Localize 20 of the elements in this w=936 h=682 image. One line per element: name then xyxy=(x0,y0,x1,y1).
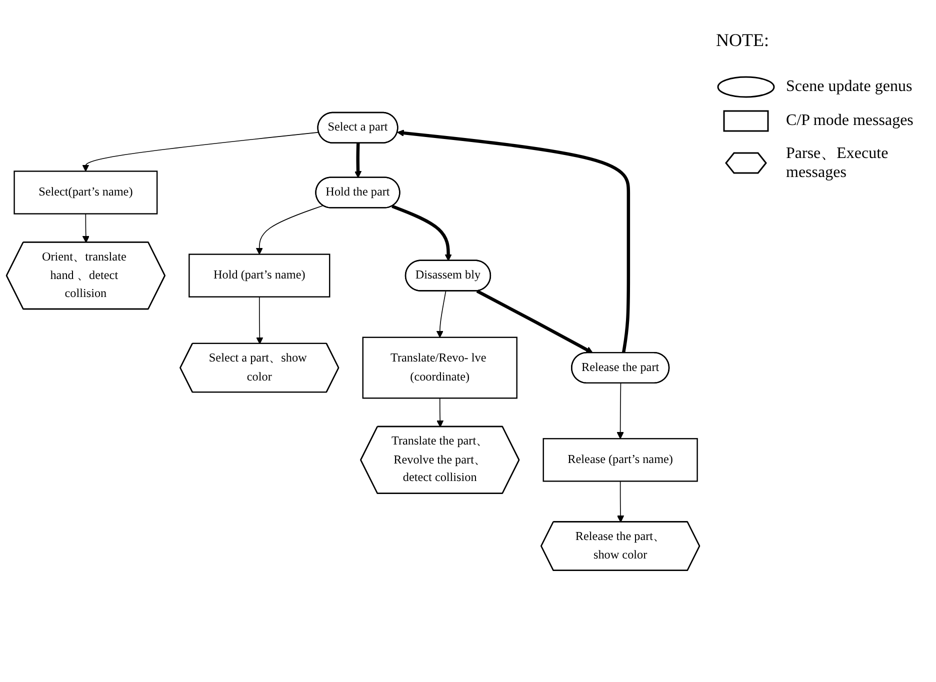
legend-text: Scene update genus xyxy=(786,78,912,96)
node-box: Hold (part’s name) xyxy=(188,253,330,298)
node-box: Select(part’s name) xyxy=(14,170,158,214)
arrow xyxy=(392,204,452,261)
arrow xyxy=(354,142,362,178)
legend-text: C/P mode messages xyxy=(786,112,914,130)
arrow xyxy=(436,397,444,427)
arrow xyxy=(82,132,320,172)
node-box: Translate/Revo- lve (coordinate) xyxy=(362,336,518,398)
node-box: Release (part’s name) xyxy=(542,438,698,482)
arrow xyxy=(397,129,630,353)
arrow xyxy=(256,204,324,254)
arrow xyxy=(82,212,90,242)
arrow xyxy=(476,289,594,353)
arrow xyxy=(436,290,446,338)
arrow xyxy=(256,296,264,344)
note-label: NOTE: xyxy=(716,30,769,51)
arrow xyxy=(616,480,624,522)
arrow xyxy=(616,382,624,439)
legend-text: Parse、Execute messages xyxy=(786,144,890,182)
